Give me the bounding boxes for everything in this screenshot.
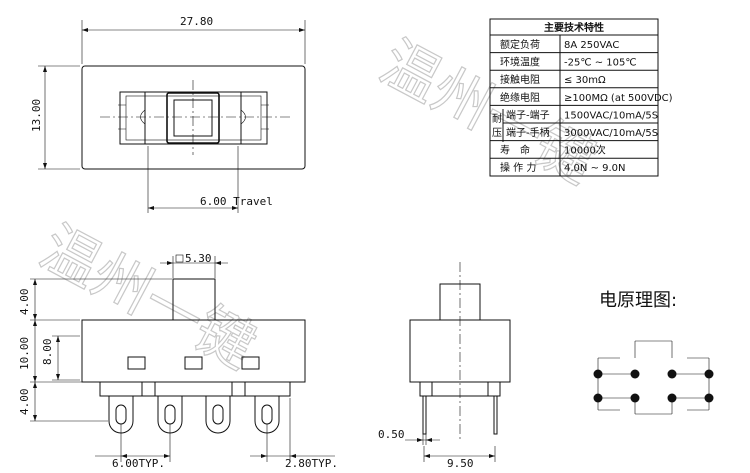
spec-group-label-top: 耐 — [492, 112, 502, 125]
watermark-bottom-text: 温州一键 — [30, 213, 267, 382]
spec-row-value: ≥100MΩ (at 500VDC) — [564, 93, 673, 104]
terminal-dot — [704, 393, 714, 403]
spec-row-value: 3000VAC/10mA/5S — [564, 128, 658, 139]
spec-row-value: 10000次 — [564, 144, 606, 157]
spec-row-label: 寿 命 — [500, 144, 530, 157]
circuit-title: 电原理图: — [599, 290, 677, 311]
spec-table-rows: 额定负荷 8A 250VAC 环境温度 -25℃ ~ 105℃ 接触电阻 ≤ 30mΩ 绝缘… — [490, 38, 673, 174]
circuit-diagram: 电原理图: — [593, 290, 714, 415]
spec-table: 主要技术特性 额定负荷 8A 250VAC 环境温度 -25℃ ~ 105℃ 接触电阻 ≤… — [489, 18, 673, 177]
side-dim-body: 10.00 — [18, 337, 31, 370]
spec-row-label: 绝缘电阻 — [500, 91, 540, 104]
side-view: 5.30 — [18, 252, 338, 470]
pin-span-dim: 9.50 — [447, 457, 474, 470]
lug-typ-dim: 2.80TYP. — [285, 457, 338, 470]
terminal-dot — [630, 393, 640, 403]
spec-row-label: 环境温度 — [500, 56, 540, 69]
spec-table-header: 主要技术特性 — [544, 21, 604, 34]
terminal-dot — [630, 369, 640, 379]
terminal-dot — [593, 393, 603, 403]
terminal-dot — [667, 369, 677, 379]
pitch-typ-dim: 6.00TYP. — [112, 457, 165, 470]
spec-row-value: 4.0N ~ 9.0N — [564, 163, 626, 174]
terminal-dot — [704, 369, 714, 379]
terminal-dot — [593, 369, 603, 379]
spec-row-label: 操 作 力 — [500, 161, 536, 174]
spec-row-value: ≤ 30mΩ — [564, 75, 606, 86]
spec-row-value: -25℃ ~ 105℃ — [564, 58, 637, 69]
top-width-dim: 27.80 — [180, 15, 213, 28]
side-dim-bottom: 4.00 — [18, 389, 31, 416]
solder-lugs — [108, 396, 280, 434]
spec-row-label: 接触电阻 — [500, 73, 540, 86]
actuator-dim: 5.30 — [185, 252, 212, 265]
spec-group-label-bottom: 压 — [492, 127, 502, 139]
terminal-dot — [667, 393, 677, 403]
top-height-dim: 13.00 — [30, 99, 43, 132]
pin-width-dim: 0.50 — [378, 428, 405, 441]
watermark-bottom: 温州一键 — [29, 212, 267, 382]
spec-row-label: 端子-手柄 — [506, 126, 550, 139]
spec-row-value: 1500VAC/10mA/5S — [564, 110, 658, 121]
side-dim-inner: 8.00 — [41, 339, 54, 366]
travel-dim: 6.00 Travel — [200, 195, 273, 208]
spec-row-label: 额定负荷 — [500, 38, 540, 51]
spec-row-value: 8A 250VAC — [564, 40, 619, 51]
top-view: 27.80 13.00 6.00 Travel — [30, 15, 306, 213]
spec-row-label: 端子-端子 — [506, 108, 550, 121]
side-dim-top: 4.00 — [18, 289, 31, 316]
end-view: 0.50 9.50 — [378, 262, 511, 470]
